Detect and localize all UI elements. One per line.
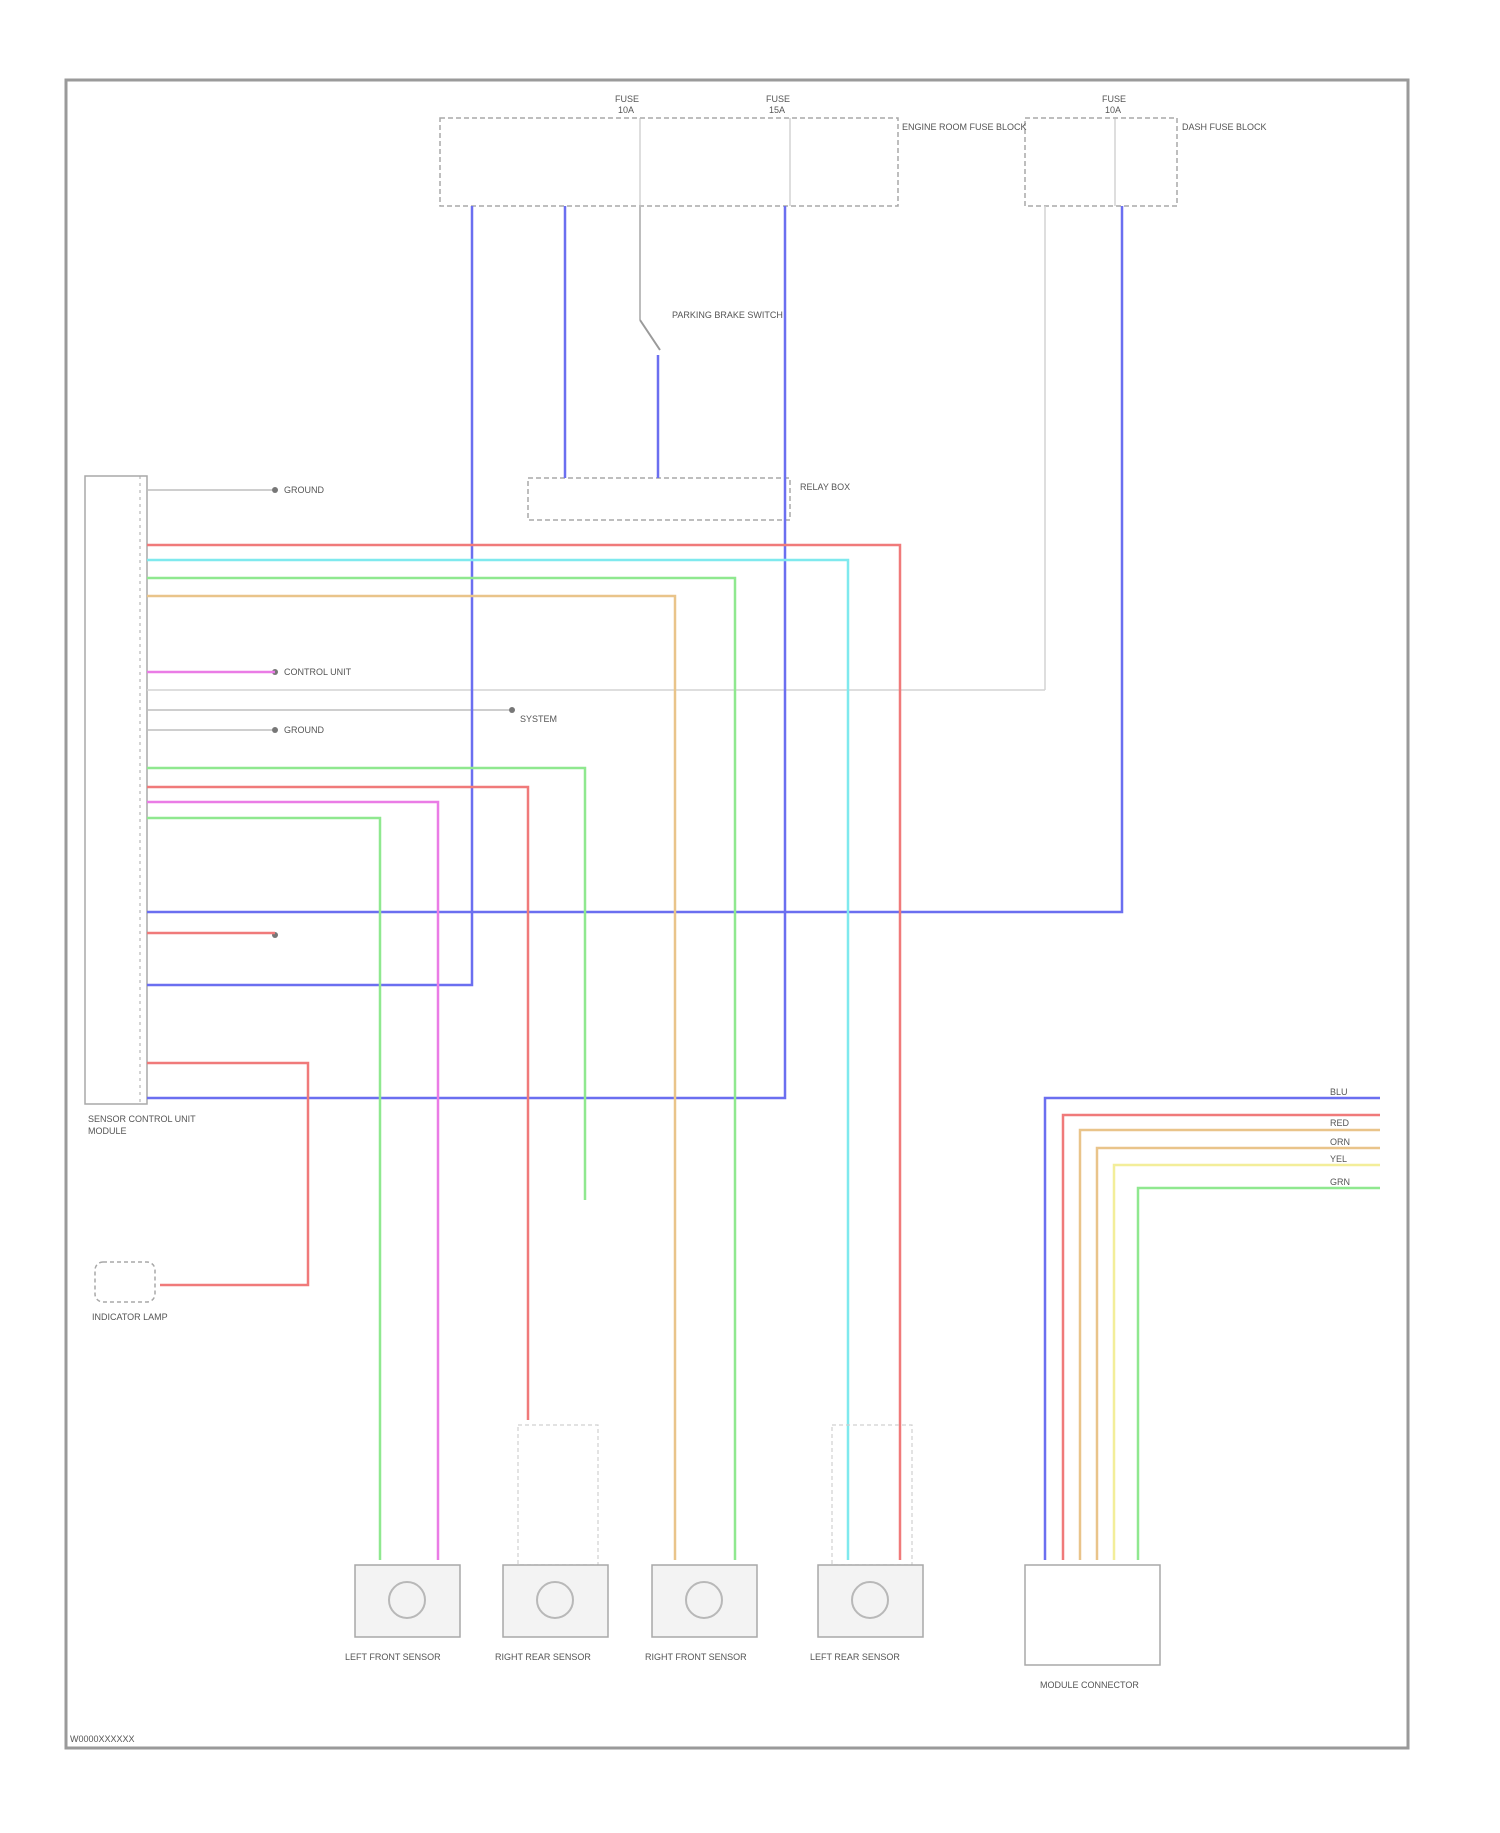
wire-orange (1097, 1148, 1380, 1560)
indicator-lamp: INDICATOR LAMP (92, 1262, 168, 1322)
relay-box-outline (528, 478, 790, 520)
wire-magenta (147, 802, 438, 1560)
sensor-right-rear (503, 1565, 608, 1637)
side-note: GROUND (284, 485, 324, 495)
fuse-block-label: ENGINE ROOM FUSE BLOCK (902, 122, 1027, 132)
wire-green (147, 578, 735, 1560)
lamp-outline (95, 1262, 155, 1302)
module-label: MODULE CONNECTOR (1040, 1680, 1139, 1690)
harness-label: RED (1330, 1118, 1350, 1128)
fuse-label: FUSE (1102, 94, 1126, 104)
sensor-left-rear (818, 1565, 923, 1637)
inline-connector (518, 1425, 598, 1565)
sensor-label: RIGHT REAR SENSOR (495, 1652, 591, 1662)
splice-dot (509, 707, 515, 713)
relay-block-outline (1025, 118, 1177, 206)
wire-red (147, 545, 900, 1560)
sensors: LEFT FRONT SENSOR RIGHT REAR SENSOR RIGH… (345, 1565, 1160, 1690)
wire-red (147, 1063, 308, 1285)
relay-box: RELAY BOX (528, 478, 850, 520)
fuse-block-group: FUSE 10A FUSE 15A FUSE 10A ENGINE ROOM F… (440, 94, 1267, 206)
wire-green (147, 818, 380, 1560)
diagram-code: W0000XXXXXX (70, 1734, 135, 1744)
connector-outline (85, 476, 147, 1104)
module-connector (1025, 1565, 1160, 1665)
switch-label: PARKING BRAKE SWITCH (672, 310, 783, 320)
inline-connectors (518, 1425, 912, 1565)
side-note: SYSTEM (520, 714, 557, 724)
wire-green (1138, 1188, 1380, 1560)
wire-yellow (1114, 1165, 1380, 1560)
control-unit-connector: SENSOR CONTROL UNIT MODULE (85, 476, 196, 1136)
fuse-label: FUSE (615, 94, 639, 104)
sensor-label: LEFT FRONT SENSOR (345, 1652, 441, 1662)
control-unit-label: SENSOR CONTROL UNIT (88, 1114, 196, 1124)
harness-label: YEL (1330, 1154, 1347, 1164)
splice-dot (272, 727, 278, 733)
side-note: CONTROL UNIT (284, 667, 352, 677)
wire-blue (1045, 1098, 1380, 1560)
wires (147, 206, 1380, 1560)
harness-label: GRN (1330, 1177, 1350, 1187)
sensor-right-front (652, 1565, 757, 1637)
splice-dot (272, 487, 278, 493)
wire-orange (147, 596, 675, 1560)
side-note: GROUND (284, 725, 324, 735)
wire-orange (1080, 1130, 1380, 1560)
fuse-block-outline (440, 118, 898, 206)
harness-labels: BLU RED ORN YEL GRN (1330, 1087, 1350, 1187)
relay-box-label: RELAY BOX (800, 482, 850, 492)
wire-blue (147, 206, 785, 1098)
sensor-left-front (355, 1565, 460, 1637)
parking-brake-switch: PARKING BRAKE SWITCH (640, 206, 783, 350)
lamp-label: INDICATOR LAMP (92, 1312, 168, 1322)
harness-label: BLU (1330, 1087, 1348, 1097)
fuse-block-label: DASH FUSE BLOCK (1182, 122, 1267, 132)
sensor-label: LEFT REAR SENSOR (810, 1652, 900, 1662)
harness-label: ORN (1330, 1137, 1350, 1147)
control-unit-sub: MODULE (88, 1126, 127, 1136)
side-notes: GROUND CONTROL UNIT GROUND SYSTEM (147, 206, 1045, 938)
fuse-rating: 10A (1105, 105, 1121, 115)
diagram-frame (66, 80, 1408, 1748)
fuse-rating: 10A (618, 105, 634, 115)
switch-contact (640, 320, 660, 350)
sensor-label: RIGHT FRONT SENSOR (645, 1652, 747, 1662)
fuse-label: FUSE (766, 94, 790, 104)
fuse-rating: 15A (769, 105, 785, 115)
